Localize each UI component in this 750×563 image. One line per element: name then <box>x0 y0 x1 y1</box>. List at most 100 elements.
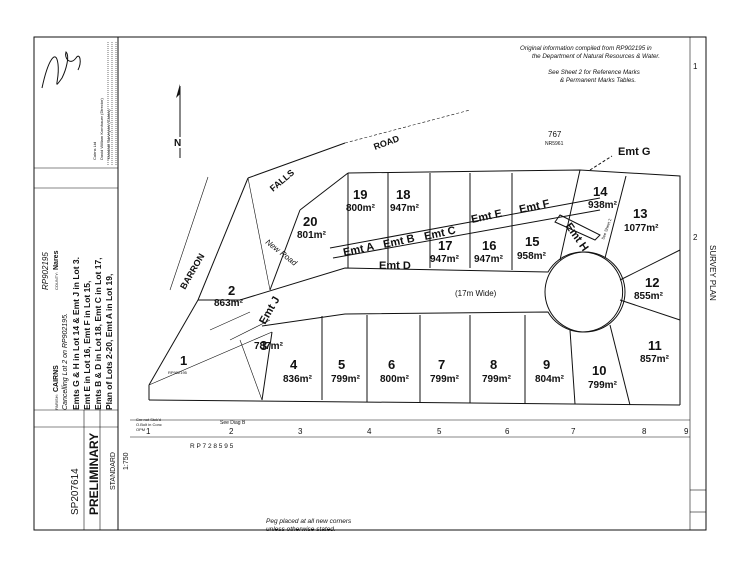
svg-text:9: 9 <box>684 427 689 436</box>
lot-12-area: 855m² <box>634 291 664 302</box>
certification-text <box>107 42 117 165</box>
new-road <box>239 251 626 333</box>
svg-text:8: 8 <box>642 427 647 436</box>
lot-3-number: 3 <box>260 338 267 353</box>
corner-note-3: OPM <box>136 427 145 432</box>
easement-b: Emt B <box>382 233 416 251</box>
lot-11-number: 11 <box>648 338 662 353</box>
left-strip-company: Cairns Ltd <box>92 142 97 160</box>
south-lot-boundaries <box>148 299 631 406</box>
lot-20-number: 20 <box>303 214 317 229</box>
parish-label: PARISH: <box>54 394 59 410</box>
lot-7-number: 7 <box>438 357 445 372</box>
lot-6-area: 800m² <box>380 374 410 385</box>
lot-7-area: 799m² <box>430 374 460 385</box>
lot-8-number: 8 <box>490 357 497 372</box>
lot-5-area: 799m² <box>331 374 361 385</box>
lot-9-number: 9 <box>543 357 550 372</box>
easement-d: Emt D <box>379 260 411 272</box>
svg-text:1: 1 <box>693 62 698 71</box>
preliminary-label: PRELIMINARY <box>87 433 101 515</box>
road-name-barron: BARRON <box>178 252 206 291</box>
lot-20-area: 801m² <box>297 230 327 241</box>
lot-2-area: 863m² <box>214 298 244 309</box>
left-strip-director: David William Kornhauer (Director) <box>99 98 104 160</box>
corner-note-2: O.Bolt in Conc <box>136 422 162 427</box>
svg-text:2: 2 <box>693 233 698 242</box>
plan-number: SP207614 <box>70 468 81 515</box>
lot-4-number: 4 <box>290 357 298 372</box>
road-name-falls: FALLS <box>268 168 296 194</box>
corner-note-1: Cnr not Stck'd <box>136 417 161 422</box>
lot-10-number: 10 <box>592 363 606 378</box>
svg-text:7: 7 <box>571 427 576 436</box>
road-width-label: (17m Wide) <box>455 289 497 298</box>
svg-text:6: 6 <box>505 427 510 436</box>
lot-19-number: 19 <box>353 187 367 202</box>
svg-text:3: 3 <box>298 427 303 436</box>
lot-9-area: 804m² <box>535 374 565 385</box>
grid-right: 1 2 <box>693 62 698 242</box>
survey-plan-label: SURVEY PLAN <box>708 245 717 301</box>
subdivision-boundary <box>148 169 681 406</box>
lot-13-number: 13 <box>633 206 647 221</box>
grid-bottom: 1 2 3 4 5 6 7 8 9 R P 7 2 8 5 9 5 <box>130 419 690 450</box>
lot-1-plan: RP902195 <box>168 370 188 375</box>
easement-e: Emt E <box>470 208 503 226</box>
plan-frame <box>33 36 707 531</box>
lot-11-area: 857m² <box>640 354 670 365</box>
format-value: STANDARD <box>110 452 117 490</box>
footer-note-line-1: Peg placed at all new corners <box>266 518 352 525</box>
lot-10-area: 799m² <box>588 380 618 391</box>
lot-14-number: 14 <box>593 184 608 199</box>
lot-plan-ref: RP902195 <box>41 252 50 290</box>
svg-text:4: 4 <box>367 427 372 436</box>
cancelling-note: Cancelling Lot 2 on RP902195. <box>62 313 69 410</box>
lot-16-number: 16 <box>482 238 496 253</box>
svg-text:2: 2 <box>229 427 234 436</box>
easement-band <box>329 197 601 259</box>
lot-19-area: 800m² <box>346 203 376 214</box>
plan-description-line-4: Emts G & H in Lot 14 & Emt J in Lot 3. <box>71 257 81 410</box>
plan-description-line-2: Emts B & D in Lot 18, Emt C in Lot 17, <box>93 257 103 410</box>
sheet-note-line-2: & Permanent Marks Tables. <box>560 77 636 84</box>
lot-8-area: 799m² <box>482 374 512 385</box>
north-arrow: N <box>172 84 188 158</box>
info-note-line-1: Original information compiled from RP902… <box>520 45 652 52</box>
info-note-line-2: the Department of Natural Resources & Wa… <box>532 53 660 60</box>
svg-text:N: N <box>174 138 181 149</box>
lot-5-number: 5 <box>338 357 345 372</box>
plan-description-line-1: Plan of Lots 2-20, Emt A in Lot 19, <box>104 274 114 410</box>
lot-2-number: 2 <box>228 283 235 298</box>
easement-h: Emt H <box>563 221 591 254</box>
lot-4-area: 836m² <box>283 374 313 385</box>
left-strip-firm: Yarrabah Surveyors (Cairns) <box>106 109 111 160</box>
lot-6-number: 6 <box>388 357 395 372</box>
lot-17-number: 17 <box>438 238 452 253</box>
easement-f: Emt F <box>518 198 551 216</box>
lot-16-area: 947m² <box>474 254 504 265</box>
plan-description-line-3: Emt E in Lot 16, Emt F in Lot 15, <box>82 281 92 410</box>
county-name: Nares <box>53 250 60 270</box>
road-name-road: ROAD <box>372 133 401 152</box>
lot-12-number: 12 <box>645 275 659 290</box>
lot-labels: 1 RP902195 2 863m² 3 787m² 4 836m² 5 799… <box>168 184 670 391</box>
easement-j: Emt J <box>257 295 282 327</box>
footer-note-line-2: unless otherwise stated. <box>266 526 336 533</box>
lot-18-area: 947m² <box>390 203 420 214</box>
surveyor-signature <box>41 51 81 89</box>
road-boundaries <box>148 109 471 386</box>
lot-14-area: 938m² <box>588 200 618 211</box>
parish-name: CAIRNS <box>53 365 60 392</box>
county-label: COUNTY: <box>54 272 59 290</box>
easement-g: Emt G <box>618 146 650 158</box>
road-name-new: New Road <box>264 237 299 267</box>
lot-18-number: 18 <box>396 187 410 202</box>
parcel-767-ref: NR5961 <box>545 141 564 147</box>
lot-17-area: 947m² <box>430 254 460 265</box>
lot-1-number: 1 <box>180 353 187 368</box>
lot-3-area: 787m² <box>254 341 284 352</box>
easement-a: Emt A <box>342 241 375 259</box>
see-diag-note: See Diag B <box>220 420 246 426</box>
